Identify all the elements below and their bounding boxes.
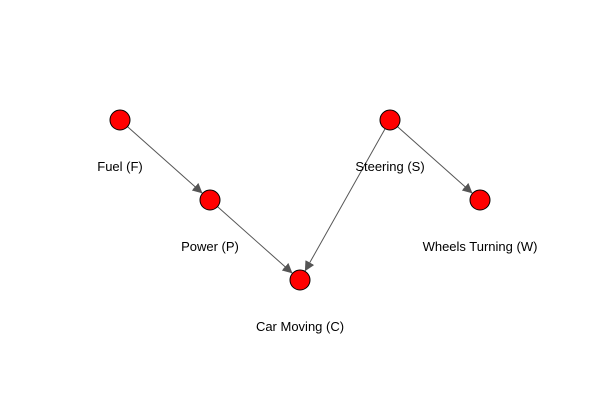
node-fuel	[109, 109, 131, 131]
node-label-steering: Steering (S)	[355, 159, 424, 174]
node-label-power: Power (P)	[181, 239, 239, 254]
node-wheels-turning	[469, 189, 491, 211]
edge-steering-to-car-moving	[304, 128, 386, 272]
node-car-moving	[289, 269, 311, 291]
edge-fuel-to-power	[127, 126, 203, 194]
node-steering	[379, 109, 401, 131]
edge-steering-to-wheels-turning	[397, 126, 473, 194]
node-label-wheels-turning: Wheels Turning (W)	[423, 239, 538, 254]
edge-power-to-car-moving	[217, 206, 293, 274]
node-power	[199, 189, 221, 211]
node-label-car-moving: Car Moving (C)	[256, 319, 344, 334]
node-label-fuel: Fuel (F)	[97, 159, 143, 174]
